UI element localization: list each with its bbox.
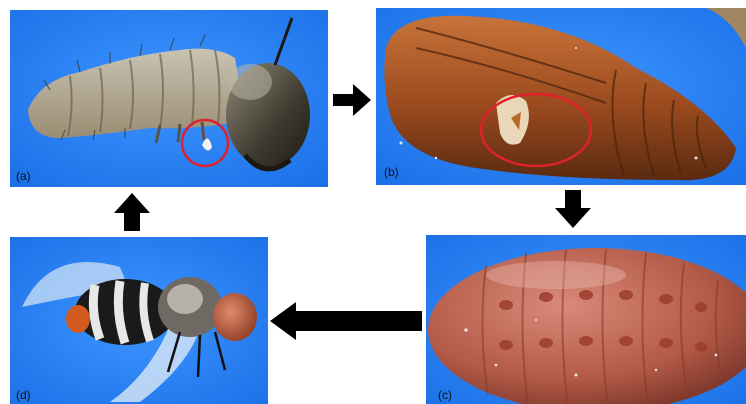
puparium-image [426, 235, 746, 404]
panel-b-pupa: (b) [376, 8, 746, 185]
arrow-left [270, 302, 422, 340]
panel-label-b: (b) [384, 165, 399, 179]
panel-label-a: (a) [16, 169, 31, 183]
panel-label-d: (d) [16, 388, 31, 402]
arrow-up [114, 193, 150, 231]
panel-a-larva: (a) [10, 10, 328, 187]
panel-d-adult-fly: (d) [10, 237, 268, 404]
panel-label-c: (c) [438, 388, 452, 402]
larva-image [10, 10, 328, 187]
arrow-down [555, 190, 591, 228]
arrow-down-icon [555, 190, 591, 228]
arrow-right-icon [333, 84, 371, 116]
arrow-right [333, 84, 371, 116]
arrow-up-icon [114, 193, 150, 231]
adult-fly-image [10, 237, 268, 404]
arrow-left-icon [270, 302, 422, 340]
pupa-image [376, 8, 746, 185]
panel-c-puparium: (c) [426, 235, 746, 404]
